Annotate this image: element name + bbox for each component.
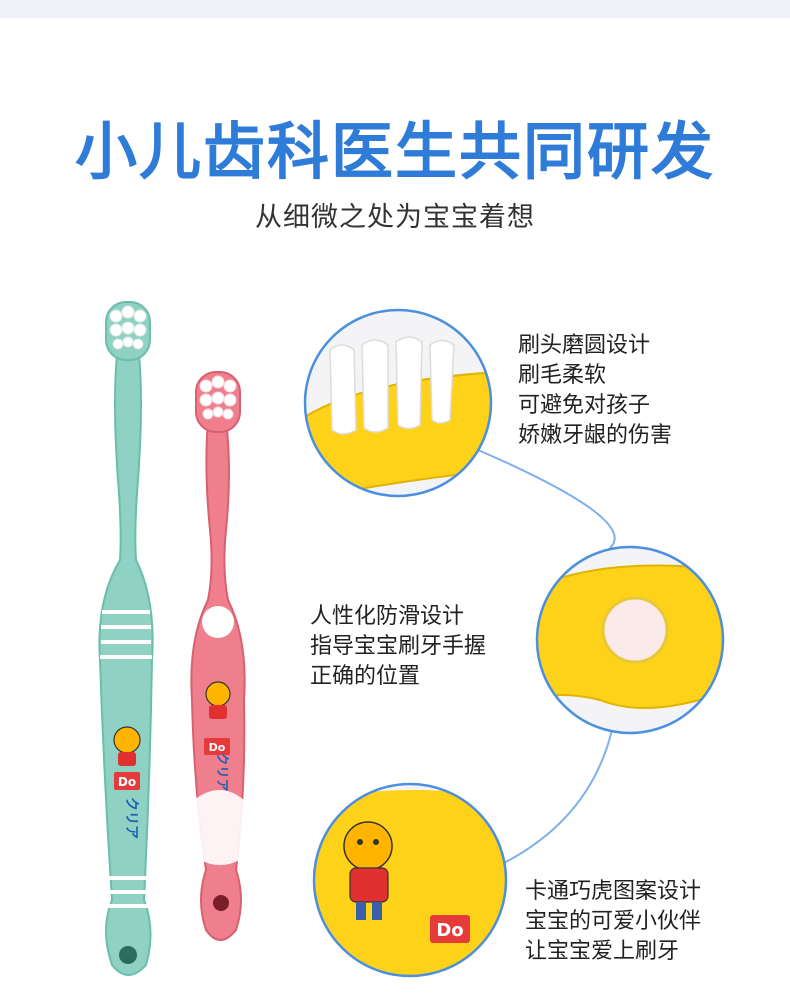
mint-toothbrush: Do クリア [98,301,154,976]
feature-line: 卡通巧虎图案设计 [525,879,702,904]
feature-line: 宝宝的可爱小伙伴 [525,909,702,934]
feature-line: 正确的位置 [310,664,421,689]
pink-toothbrush: Do クリア [190,371,246,941]
do-badge-text: Do [436,920,463,941]
feature-line: 人性化防滑设计 [310,604,465,629]
tiger-mascot-small [205,681,231,719]
brand-kana: クリア [123,797,139,839]
brand-kana: クリア [214,752,229,791]
feature-line: 指导宝宝刷牙手握 [310,634,487,659]
feature-line: 刷毛柔软 [518,363,607,388]
do-badge-text: Do [209,741,226,754]
connector-arc [499,729,613,866]
feature-grip-text: 人性化防滑设计 指导宝宝刷牙手握 正确的位置 [310,602,486,692]
feature-bristles-text: 刷头磨圆设计 刷毛柔软 可避免对孩子 娇嫩牙龈的伤害 [518,331,672,451]
do-badge-text: Do [118,775,136,789]
subheadline: 从细微之处为宝宝着想 [255,202,535,233]
callout-grip [535,545,725,735]
headline: 小儿齿科医生共同研发 [74,115,715,188]
tiger-mascot-small [113,726,141,766]
feature-line: 刷头磨圆设计 [518,333,651,358]
feature-line: 娇嫩牙龈的伤害 [518,423,673,448]
feature-line: 可避免对孩子 [518,393,651,418]
tiger-mascot-large [343,821,393,920]
callout-tiger: Do [312,782,508,978]
connector-arc [477,449,616,549]
feature-tiger-text: 卡通巧虎图案设计 宝宝的可爱小伙伴 让宝宝爱上刷牙 [525,877,701,967]
callout-bristles [303,308,493,498]
feature-line: 让宝宝爱上刷牙 [525,939,680,964]
top-band [0,0,790,18]
